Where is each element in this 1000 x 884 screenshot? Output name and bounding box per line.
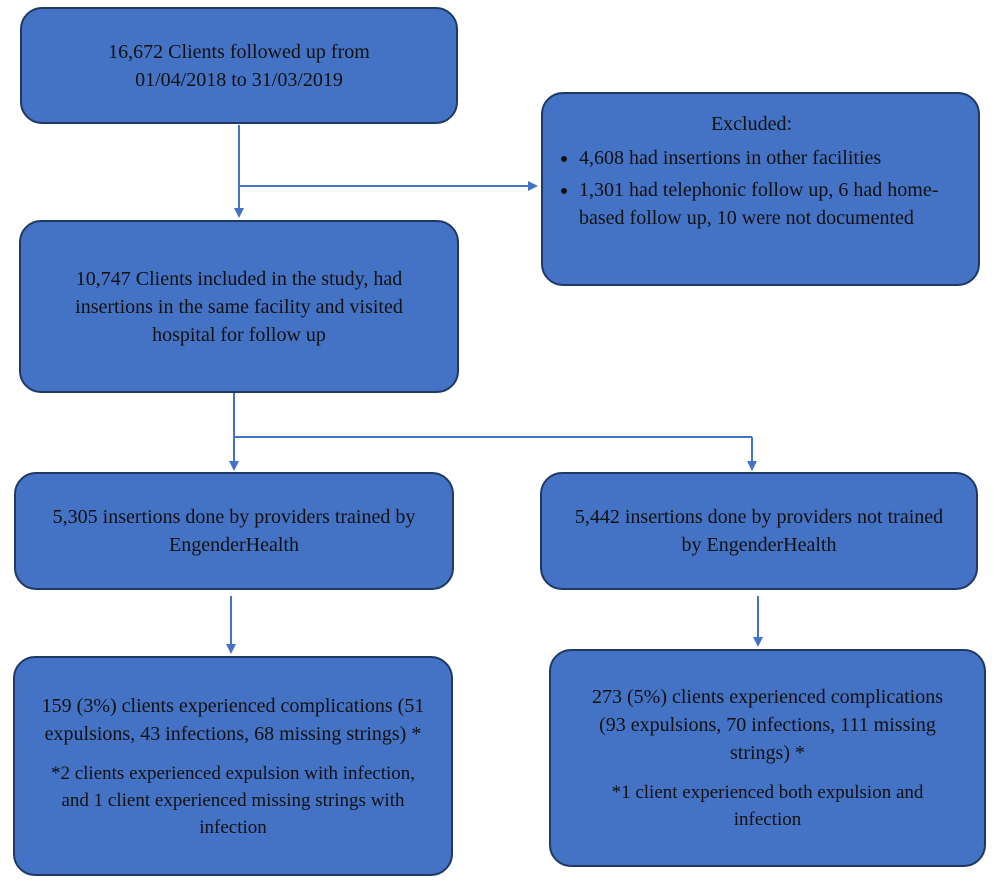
not-trained-outcome-text: 273 (5%) clients experienced complicatio… (592, 686, 943, 764)
trained-outcome-note: *2 clients experienced expulsion with in… (50, 762, 416, 838)
trained-outcome-text: 159 (3%) clients experienced complicatio… (41, 694, 425, 745)
excluded-item: 1,301 had telephonic follow up, 6 had ho… (579, 176, 960, 232)
followed-up-line2: 01/04/2018 to 31/03/2019 (135, 68, 343, 91)
included-box: 10,747 Clients included in the study, ha… (19, 220, 459, 393)
excluded-item: 4,608 had insertions in other facilities (579, 144, 960, 172)
not-trained-outcome-note: *1 client experienced both expulsion and… (611, 782, 924, 830)
not-trained-providers-box: 5,442 insertions done by providers not t… (540, 472, 978, 590)
included-text: 10,747 Clients included in the study, ha… (75, 267, 403, 346)
excluded-box: Excluded: 4,608 had insertions in other … (541, 92, 980, 286)
not-trained-outcome-box: 273 (5%) clients experienced complicatio… (549, 649, 986, 867)
excluded-title: Excluded: (710, 113, 793, 135)
not-trained-providers-text: 5,442 insertions done by providers not t… (574, 506, 944, 556)
trained-providers-box: 5,305 insertions done by providers train… (14, 472, 454, 590)
followed-up-box: 16,672 Clients followed up from 01/04/20… (20, 7, 458, 124)
followed-up-line1: 16,672 Clients followed up from (108, 40, 370, 63)
trained-providers-text: 5,305 insertions done by providers train… (52, 506, 416, 556)
excluded-list: 4,608 had insertions in other facilities… (543, 144, 960, 232)
trained-outcome-box: 159 (3%) clients experienced complicatio… (13, 656, 453, 876)
